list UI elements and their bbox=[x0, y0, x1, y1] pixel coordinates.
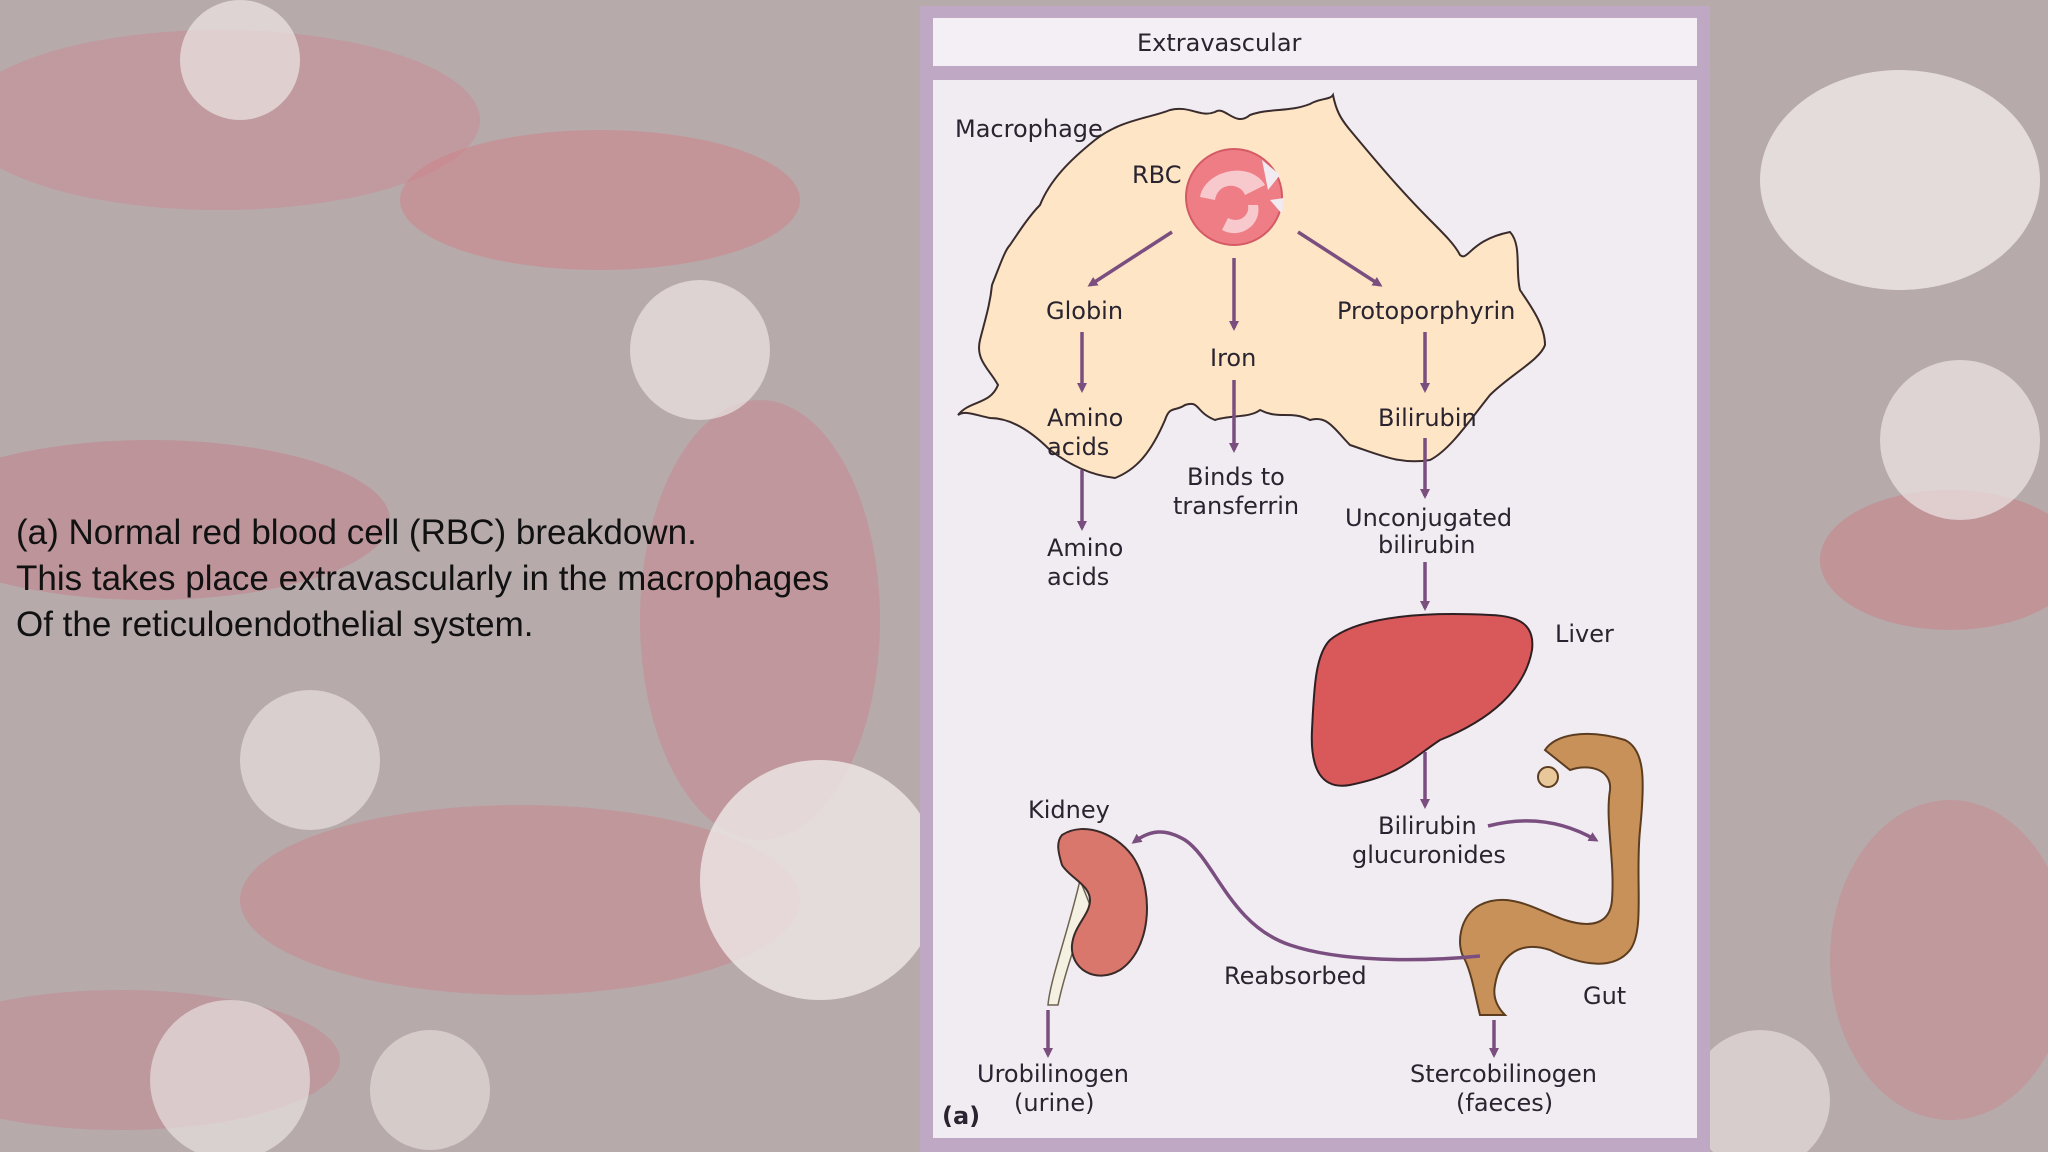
label-liver: Liver bbox=[1555, 620, 1614, 648]
label-binds-transferrin-2: transferrin bbox=[1173, 492, 1299, 520]
label-protoporphyrin: Protoporphyrin bbox=[1337, 297, 1515, 325]
header-title: Extravascular bbox=[1137, 29, 1302, 57]
label-macrophage: Macrophage bbox=[955, 115, 1103, 143]
caption-line-3: Of the reticuloendothelial system. bbox=[16, 605, 534, 644]
caption-line-1: (a) Normal red blood cell (RBC) breakdow… bbox=[16, 513, 697, 552]
header-box bbox=[933, 18, 1697, 66]
liver-icon bbox=[1310, 613, 1534, 787]
label-iron: Iron bbox=[1210, 344, 1256, 372]
label-urobilinogen-1: Urobilinogen bbox=[977, 1060, 1129, 1088]
label-reabsorbed: Reabsorbed bbox=[1224, 962, 1367, 990]
label-bilirubin-glucuronides-2: glucuronides bbox=[1352, 841, 1506, 869]
label-binds-transferrin-1: Binds to bbox=[1187, 463, 1285, 491]
label-amino-acids-out-2: acids bbox=[1047, 563, 1109, 591]
label-rbc: RBC bbox=[1132, 161, 1181, 189]
macrophage-cell bbox=[957, 92, 1547, 480]
caption-line-2: This takes place extravascularly in the … bbox=[16, 559, 830, 598]
label-urobilinogen-2: (urine) bbox=[1014, 1089, 1094, 1117]
label-amino-acids-inside-2: acids bbox=[1047, 433, 1109, 461]
label-kidney: Kidney bbox=[1028, 796, 1110, 824]
panel-letter: (a) bbox=[942, 1102, 980, 1130]
slide-caption: (a) Normal red blood cell (RBC) breakdow… bbox=[16, 510, 916, 648]
label-bilirubin-glucuronides-1: Bilirubin bbox=[1378, 812, 1477, 840]
label-globin: Globin bbox=[1046, 297, 1123, 325]
label-unconjugated-2: bilirubin bbox=[1378, 531, 1475, 559]
rbc-icon bbox=[1185, 148, 1284, 246]
label-gut: Gut bbox=[1583, 982, 1626, 1010]
label-amino-acids-inside-1: Amino bbox=[1047, 404, 1123, 432]
label-stercobilinogen-2: (faeces) bbox=[1456, 1089, 1553, 1117]
label-amino-acids-out-1: Amino bbox=[1047, 534, 1123, 562]
gut-icon bbox=[1459, 733, 1644, 1016]
label-stercobilinogen-1: Stercobilinogen bbox=[1410, 1060, 1597, 1088]
kidney-icon bbox=[1047, 828, 1148, 1006]
label-unconjugated-1: Unconjugated bbox=[1345, 504, 1512, 532]
pathway-arrows bbox=[1043, 230, 1599, 1058]
gut-opening-icon bbox=[1537, 766, 1559, 788]
label-bilirubin: Bilirubin bbox=[1378, 404, 1477, 432]
